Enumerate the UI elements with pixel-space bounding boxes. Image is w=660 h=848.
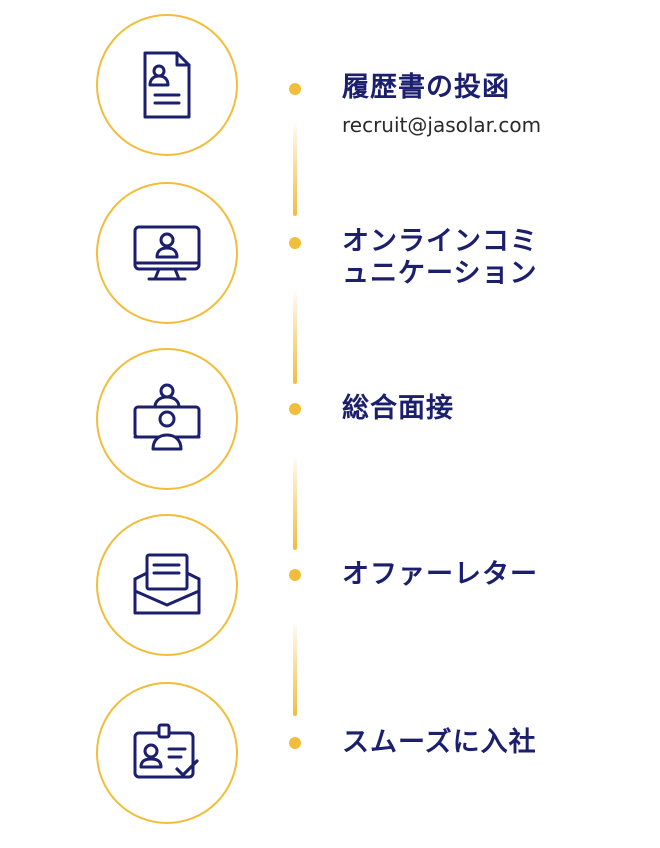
step-1-circle: [96, 14, 238, 156]
step-4-title: オファーレター: [342, 559, 538, 590]
open-envelope-letter-icon: [133, 553, 201, 615]
step-2-circle: [96, 182, 238, 324]
process-step-4: オファーレター: [0, 514, 660, 664]
step-3-dot: [289, 403, 301, 415]
id-badge-check-icon: [133, 723, 199, 779]
step-1-email: recruit@jasolar.com: [342, 113, 542, 137]
step-5-dot: [289, 737, 301, 749]
step-5-circle: [96, 682, 238, 824]
process-step-3: 総合面接: [0, 348, 660, 498]
step-2-title-line-1: オンラインコミ: [342, 226, 538, 257]
connector-4: [293, 624, 297, 716]
step-1-title: 履歴書の投函: [342, 72, 510, 103]
resume-document-icon: [143, 51, 191, 119]
step-2-dot: [289, 237, 301, 249]
step-3-title: 総合面接: [342, 393, 454, 424]
step-4-dot: [289, 569, 301, 581]
step-5-title: スムーズに入社: [342, 727, 537, 758]
step-4-circle: [96, 514, 238, 656]
step-2-title-line-2: ュニケーション: [342, 258, 538, 289]
step-1-dot: [289, 83, 301, 95]
connector-3: [293, 458, 297, 550]
monitor-user-icon: [133, 225, 201, 281]
two-people-interview-icon: [133, 383, 201, 451]
process-step-5: スムーズに入社: [0, 682, 660, 832]
connector-2: [293, 292, 297, 384]
connector-1: [293, 124, 297, 216]
process-step-2: オンラインコミ ュニケーション: [0, 182, 660, 332]
process-step-1: 履歴書の投函 recruit@jasolar.com: [0, 14, 660, 164]
step-3-circle: [96, 348, 238, 490]
